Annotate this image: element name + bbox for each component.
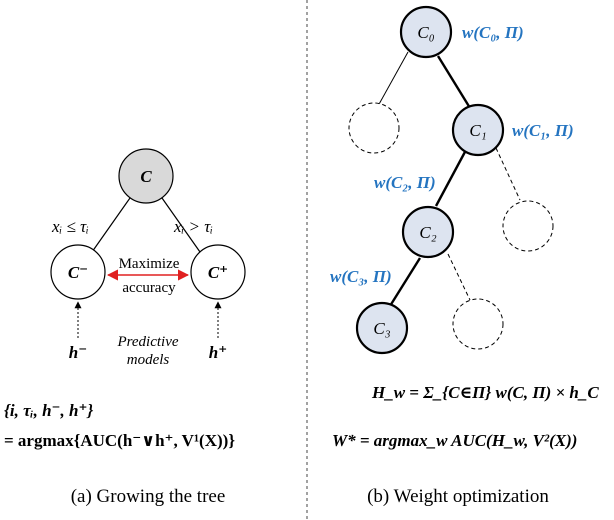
edge-c1-sibling xyxy=(495,147,521,201)
weight-c1: w(C₁, Π) xyxy=(512,121,574,140)
edge-c2-c3 xyxy=(388,257,422,307)
left-child-label: C⁻ xyxy=(68,263,88,282)
root-node xyxy=(118,148,174,204)
edge-c1-c2 xyxy=(434,149,468,207)
edge-c2-sibling xyxy=(447,253,471,301)
left-panel: C C⁻ C⁺ xᵢ ≤ τᵢ xᵢ > τᵢ Maximize accurac… xyxy=(4,148,246,507)
root-node-label: C xyxy=(140,167,152,186)
node-c1 xyxy=(451,103,505,157)
maximize-label: Maximize xyxy=(119,256,180,272)
right-panel: C₀ C₁ C₂ C₃ w(C₀, Π) w(C₁, Π) w(C₂, Π) w… xyxy=(330,5,599,507)
left-child-node xyxy=(50,244,106,300)
left-split-condition: xᵢ ≤ τᵢ xyxy=(51,217,89,236)
pruned-node-1 xyxy=(348,102,400,154)
weight-c2: w(C₂, Π) xyxy=(374,173,436,192)
pruned-node-2 xyxy=(502,200,554,252)
left-formula-line1: {i, τᵢ, h⁻, h⁺} xyxy=(4,401,93,420)
right-split-condition: xᵢ > τᵢ xyxy=(173,217,213,236)
edge-c0-sibling xyxy=(377,51,409,107)
left-model-label: h⁻ xyxy=(69,343,87,362)
node-c2 xyxy=(401,205,455,259)
node-c1-label: C₁ xyxy=(469,121,486,140)
node-c2-label: C₂ xyxy=(419,223,436,242)
edge-c0-c1 xyxy=(436,55,472,109)
node-c3 xyxy=(355,301,409,355)
weight-c0: w(C₀, Π) xyxy=(462,23,524,42)
right-child-node xyxy=(190,244,246,300)
left-formula-line2: = argmax{AUC(h⁻∨h⁺, V¹(X))} xyxy=(4,431,235,450)
node-c0 xyxy=(399,5,453,59)
accuracy-label: accuracy xyxy=(122,280,176,296)
models-label: models xyxy=(127,352,170,368)
node-c3-label: C₃ xyxy=(373,319,390,338)
weight-c3: w(C₃, Π) xyxy=(330,267,392,286)
w-star-formula: W* = argmax_w AUC(H_w, V²(X)) xyxy=(332,431,577,450)
right-caption: (b) Weight optimization xyxy=(367,486,549,507)
hw-formula: H_w = Σ_{C∈Π} w(C, Π) × h_C xyxy=(371,383,599,402)
edge-root-right xyxy=(161,197,201,253)
edge-root-left xyxy=(91,197,131,253)
node-c0-label: C₀ xyxy=(417,23,434,42)
right-child-label: C⁺ xyxy=(208,263,228,282)
left-caption: (a) Growing the tree xyxy=(71,486,226,507)
right-model-label: h⁺ xyxy=(209,343,227,362)
predictive-label: Predictive xyxy=(116,334,178,350)
pruned-node-3 xyxy=(452,298,504,350)
